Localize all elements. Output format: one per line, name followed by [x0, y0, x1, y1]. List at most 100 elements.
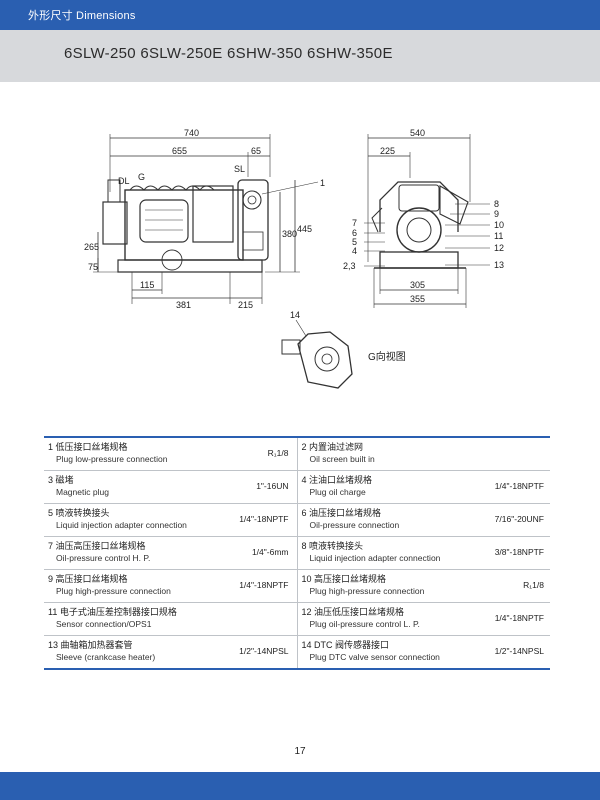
part-cell: 1 低压接口丝堵规格 Plug low-pressure connection R…: [44, 438, 297, 470]
dim-540: 540: [410, 128, 425, 138]
g-view-label: G向视图: [368, 352, 406, 363]
table-row: 13 曲轴箱加热器套管 Sleeve (crankcase heater) 1/2…: [44, 636, 550, 668]
part-name-en: Plug low-pressure connection: [56, 454, 168, 464]
part-name-cn: 14 DTC 阀传感器接口: [301, 640, 390, 650]
part-spec: R₁1/8: [523, 580, 544, 590]
callout-9: 9: [494, 209, 499, 219]
label-sl: SL: [234, 164, 245, 174]
part-name-cn: 7 油压高压接口丝堵规格: [48, 541, 146, 551]
part-name-en: Plug oil charge: [309, 487, 366, 497]
part-name-cn: 6 油压接口丝堵规格: [301, 508, 382, 518]
parts-table: 1 低压接口丝堵规格 Plug low-pressure connection R…: [44, 436, 550, 670]
part-name-cn: 5 喷液转换接头: [48, 508, 110, 518]
footer-bar: [0, 772, 600, 800]
label-dl: DL: [118, 176, 130, 186]
part-name-cn: 10 高压接口丝堵规格: [301, 574, 387, 584]
callout-11: 11: [494, 231, 503, 241]
table-row: 5 喷液转换接头 Liquid injection adapter connect…: [44, 504, 550, 537]
label-g: G: [138, 172, 145, 182]
dim-65: 65: [251, 146, 261, 156]
dim-215: 215: [238, 300, 253, 310]
part-name-en: Plug high-pressure connection: [309, 586, 425, 596]
header-bar: 外形尺寸 Dimensions: [0, 0, 600, 30]
section-title: 外形尺寸 Dimensions: [28, 10, 136, 22]
part-name-en: Sensor connection/OPS1: [56, 619, 152, 629]
dimension-drawing: 740 655 65 265 75 380 445 115 381 215 DL…: [0, 82, 600, 422]
part-name-en: Liquid injection adapter connection: [56, 520, 187, 530]
part-cell: 14 DTC 阀传感器接口 Plug DTC valve sensor conne…: [296, 636, 551, 668]
dim-225: 225: [380, 146, 395, 156]
table-row: 11 电子式油压差控制器接口规格 Sensor connection/OPS1 1…: [44, 603, 550, 636]
part-name-en: Sleeve (crankcase heater): [56, 652, 156, 662]
dim-75: 75: [88, 262, 98, 272]
part-spec: 1"-16UN: [256, 481, 289, 491]
callout-14: 14: [290, 310, 300, 320]
part-name-en: Oil-pressure connection: [309, 520, 400, 530]
part-name-en: Plug high-pressure connection: [56, 586, 171, 596]
dim-381: 381: [176, 300, 191, 310]
callout-6: 6: [352, 228, 357, 238]
dim-445: 445: [297, 224, 312, 234]
callout-12: 12: [494, 243, 504, 253]
table-row: 3 磁堵 Magnetic plug 1"-16UN 4 注油口丝堵规格 Plug …: [44, 471, 550, 504]
part-cell: 8 喷液转换接头 Liquid injection adapter connect…: [296, 537, 551, 569]
callout-10: 10: [494, 220, 504, 230]
part-name-cn: 1 低压接口丝堵规格: [48, 442, 128, 452]
g-view: [281, 319, 353, 389]
part-name-cn: 2 内置油过滤网: [301, 442, 364, 452]
part-spec: 1/4"-18NPTF: [239, 580, 289, 590]
callout-4: 4: [352, 246, 357, 256]
table-row: 1 低压接口丝堵规格 Plug low-pressure connection R…: [44, 438, 550, 471]
part-spec: 1/4"-18NPTF: [239, 514, 289, 524]
part-cell: 4 注油口丝堵规格 Plug oil charge 1/4"-18NPTF: [296, 471, 551, 503]
callout-13: 13: [494, 260, 504, 270]
part-cell: 2 内置油过滤网 Oil screen built in: [296, 438, 551, 470]
part-cell: 6 油压接口丝堵规格 Oil-pressure connection 7/16"-…: [296, 504, 551, 536]
part-cell: 13 曲轴箱加热器套管 Sleeve (crankcase heater) 1/2…: [44, 636, 297, 668]
part-cell: 3 磁堵 Magnetic plug 1"-16UN: [44, 471, 297, 503]
part-spec: 1/4"-18NPTF: [494, 613, 544, 623]
part-spec: R₁1/8: [267, 448, 289, 458]
part-cell: 5 喷液转换接头 Liquid injection adapter connect…: [44, 504, 297, 536]
part-spec: 1/4"-6mm: [251, 547, 289, 557]
callout-7: 7: [352, 218, 357, 228]
model-list: 6SLW-250 6SLW-250E 6SHW-350 6SHW-350E: [64, 45, 393, 62]
part-cell: 11 电子式油压差控制器接口规格 Sensor connection/OPS1: [44, 603, 297, 635]
part-name-en: Magnetic plug: [56, 487, 109, 497]
part-cell: 10 高压接口丝堵规格 Plug high-pressure connection…: [296, 570, 551, 602]
side-view: [93, 134, 319, 304]
compressor-drawing-svg: 740 655 65 265 75 380 445 115 381 215 DL…: [84, 128, 504, 389]
part-name-en: Plug DTC valve sensor connection: [309, 652, 440, 662]
dim-265: 265: [84, 242, 99, 252]
part-spec: 1/2"-14NPSL: [494, 646, 544, 656]
dim-355: 355: [410, 294, 425, 304]
callout-2-3: 2,3: [343, 261, 356, 271]
part-spec: 1/2"-14NPSL: [239, 646, 289, 656]
part-name-cn: 11 电子式油压差控制器接口规格: [48, 607, 177, 617]
part-spec: 3/8"-18NPTF: [494, 547, 544, 557]
part-name-en: Liquid injection adapter connection: [309, 553, 441, 563]
callout-8: 8: [494, 199, 499, 209]
part-name-cn: 13 曲轴箱加热器套管: [48, 640, 133, 650]
models-band: 6SLW-250 6SLW-250E 6SHW-350 6SHW-350E: [0, 30, 600, 82]
dim-380: 380: [282, 229, 297, 239]
callout-5: 5: [352, 237, 357, 247]
part-name-cn: 4 注油口丝堵规格: [301, 475, 373, 485]
part-spec: 7/16"-20UNF: [494, 514, 544, 524]
part-name-en: Plug oil-pressure control L. P.: [309, 619, 420, 629]
callout-1: 1: [320, 178, 325, 188]
dim-305: 305: [410, 280, 425, 290]
front-view: [364, 134, 490, 308]
part-name-cn: 3 磁堵: [48, 475, 74, 485]
part-name-en: Oil screen built in: [309, 454, 375, 464]
part-name-cn: 8 喷液转换接头: [301, 541, 364, 551]
page-number: 17: [294, 746, 306, 757]
dim-115: 115: [140, 280, 154, 290]
dim-655: 655: [172, 146, 187, 156]
part-spec: 1/4"-18NPTF: [494, 481, 544, 491]
